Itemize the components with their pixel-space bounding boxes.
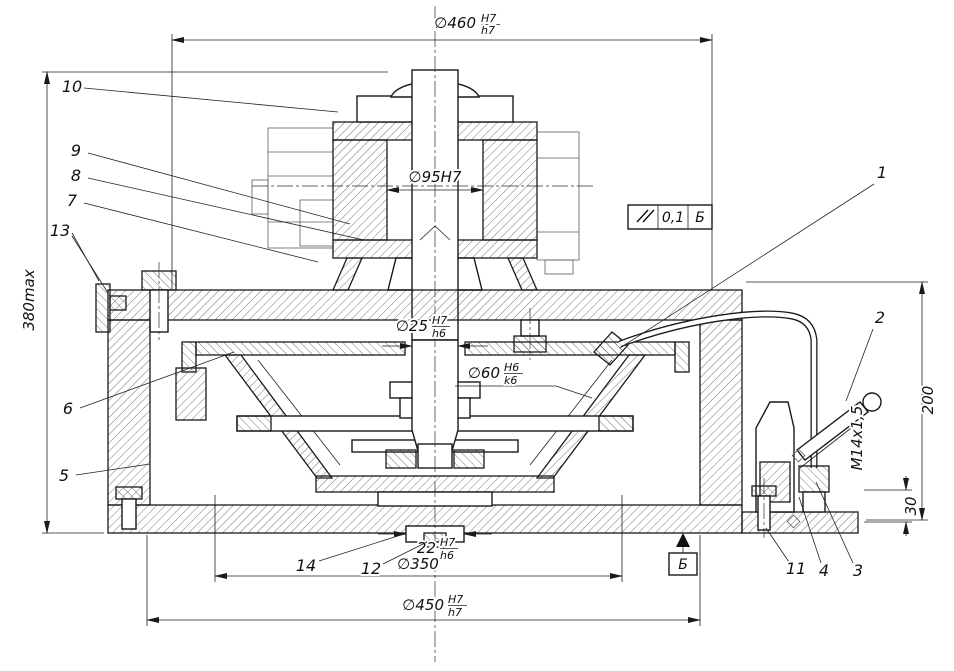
callout-10: 10 bbox=[62, 77, 82, 96]
dim-d25-sub: h6 bbox=[432, 327, 446, 340]
dim-200: 200 bbox=[746, 281, 939, 521]
right-spindle-attachment bbox=[536, 131, 580, 275]
tolerance-datum-ref: Б bbox=[695, 210, 705, 226]
dim-22: 22 H7 h6 bbox=[378, 531, 492, 564]
callout-4: 4 bbox=[819, 561, 829, 580]
dim-d60-sub: k6 bbox=[504, 374, 517, 387]
datum-label: Б bbox=[678, 557, 688, 573]
dim-d95: ∅95H7 bbox=[386, 166, 484, 193]
dim-d460-sup: H7 bbox=[481, 12, 496, 25]
lower-housing bbox=[107, 319, 859, 534]
callout-11: 11 bbox=[786, 559, 806, 578]
dim-d60-label: ∅60 bbox=[468, 364, 500, 382]
dim-d60: ∅60 H6 k6 bbox=[455, 359, 593, 399]
dim-d450-sub: h7 bbox=[448, 606, 462, 619]
callouts: 10 9 8 7 13 6 5 1 2 3 4 11 12 14 bbox=[48, 75, 889, 582]
dim-d25-label: ∅25 bbox=[396, 317, 428, 335]
callout-3: 3 bbox=[853, 561, 863, 580]
dim-30: 30 bbox=[864, 476, 922, 536]
dim-22-label: 22 bbox=[417, 539, 436, 557]
dim-d60-sup: H6 bbox=[504, 361, 519, 374]
tolerance-frame: 0,1 Б bbox=[627, 204, 713, 230]
dim-22-sub: h6 bbox=[440, 549, 454, 562]
datum-flag: Б bbox=[668, 533, 698, 576]
top-flange-plate bbox=[95, 270, 743, 353]
dim-380max-label: 380max bbox=[20, 269, 38, 330]
dim-30-label: 30 bbox=[902, 496, 920, 515]
datum-triangle-icon bbox=[676, 533, 690, 547]
dim-d25: ∅25 H7 h6 bbox=[382, 312, 488, 352]
dim-d350-label: ∅350 bbox=[397, 555, 439, 573]
callout-13: 13 bbox=[50, 221, 70, 240]
dim-200-label: 200 bbox=[919, 386, 937, 415]
dim-thread-label: M14x1,5 bbox=[848, 406, 866, 471]
callout-9: 9 bbox=[71, 141, 81, 160]
callout-5: 5 bbox=[59, 466, 69, 485]
callout-14: 14 bbox=[296, 556, 316, 575]
dim-d460-label: ∅460 bbox=[434, 14, 476, 32]
dim-22-sup: H7 bbox=[440, 536, 455, 549]
dim-d25-sup: H7 bbox=[432, 314, 447, 327]
parallelism-icon bbox=[636, 209, 655, 223]
callout-7: 7 bbox=[67, 191, 78, 210]
dim-380max: 380max bbox=[18, 71, 388, 534]
dim-d95-label: ∅95H7 bbox=[409, 168, 462, 186]
callout-1: 1 bbox=[877, 163, 887, 182]
tolerance-value: 0,1 bbox=[662, 210, 684, 226]
callout-12: 12 bbox=[361, 559, 381, 578]
callout-6: 6 bbox=[63, 399, 73, 418]
part-structure bbox=[95, 69, 882, 548]
callout-8: 8 bbox=[71, 166, 81, 185]
hydraulic-pipe-and-lever bbox=[593, 310, 882, 531]
dim-d460-sub: h7 bbox=[481, 24, 495, 37]
dim-d450: ∅450 H7 h7 bbox=[146, 535, 701, 626]
dim-d350: ∅350 bbox=[214, 495, 623, 582]
dim-d450-sup: H7 bbox=[448, 593, 463, 606]
dim-d450-label: ∅450 bbox=[402, 596, 444, 614]
dim-d460: ∅460 H7 h7 bbox=[171, 10, 713, 290]
callout-2: 2 bbox=[875, 308, 885, 327]
dimensions: ∅460 H7 h7 380max ∅95H7 ∅25 H7 h6 bbox=[18, 10, 939, 626]
centerlines bbox=[158, 6, 765, 662]
